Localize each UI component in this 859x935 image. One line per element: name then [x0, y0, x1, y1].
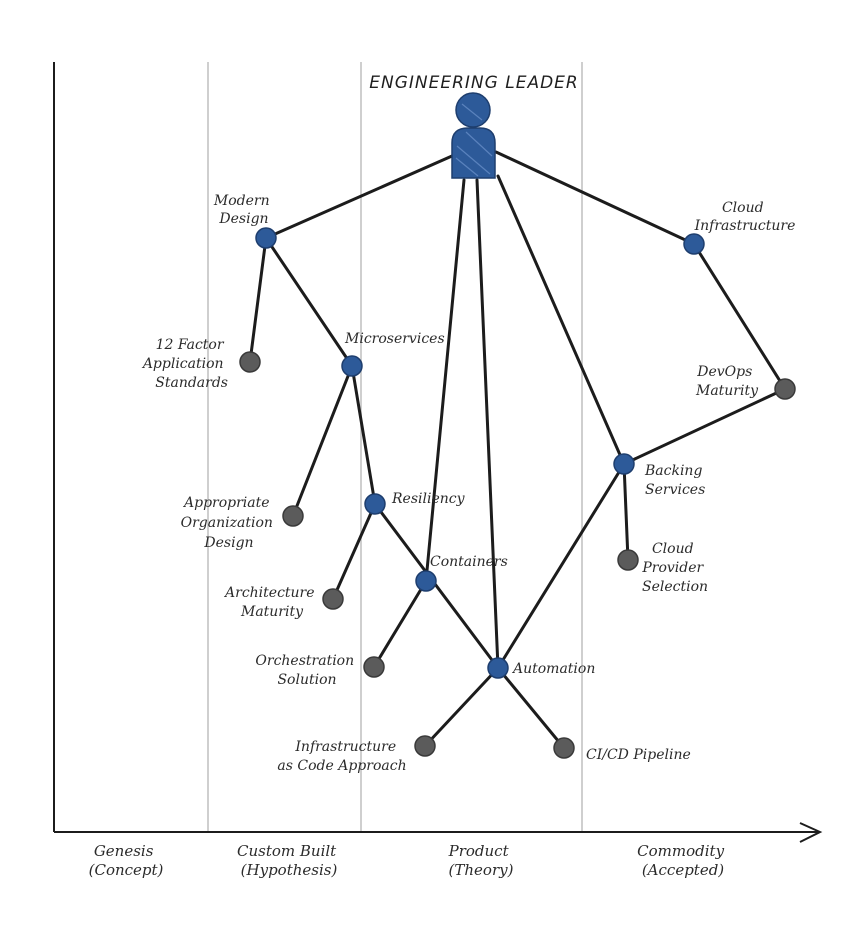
label-modern-design: Modern Design	[213, 193, 274, 227]
node-resiliency	[364, 493, 386, 515]
stage-label-product: Product (Theory)	[448, 842, 514, 879]
stage-label-custom-built: Custom Built (Hypothesis)	[237, 842, 341, 879]
label-devops-maturity: DevOps Maturity	[695, 364, 759, 399]
link-resiliency-automation	[373, 502, 500, 670]
node-containers	[415, 570, 437, 592]
node-appropriate-org-design	[282, 505, 304, 527]
leader-title: ENGINEERING LEADER	[369, 73, 578, 93]
link-leader-automation	[475, 178, 500, 670]
label-12-factor: 12 Factor Application Standards	[141, 337, 228, 391]
label-containers: Containers	[430, 554, 508, 570]
link-microservices-resiliency	[350, 364, 377, 506]
node-cloud-provider-selection	[617, 549, 639, 571]
link-automation-iac	[423, 666, 500, 748]
link-leader-cloud-infrastructure	[494, 150, 696, 246]
node-iac-approach	[414, 735, 436, 757]
node-cloud-infrastructure	[683, 233, 705, 255]
node-cicd-pipeline	[553, 737, 575, 759]
x-axis-arrowhead	[799, 822, 823, 843]
stage-label-commodity: Commodity (Accepted)	[637, 842, 729, 879]
node-backing-services	[613, 453, 635, 475]
label-appropriate-org-design: Appropriate Organization Design	[181, 495, 278, 551]
dependency-links	[248, 150, 787, 750]
link-backing-services-provider	[622, 462, 630, 562]
node-microservices	[341, 355, 363, 377]
link-automation-cicd	[496, 666, 566, 750]
label-cicd-pipeline: CI/CD Pipeline	[586, 747, 691, 763]
stage-label-genesis: Genesis (Concept)	[89, 842, 164, 879]
node-devops-maturity	[774, 378, 796, 400]
node-orchestration-solution	[363, 656, 385, 678]
link-cloud-infra-devops	[692, 242, 787, 391]
label-backing-services: Backing Services	[644, 463, 707, 498]
label-orchestration-solution: Orchestration Solution	[255, 653, 358, 688]
link-microservices-org-design	[291, 364, 354, 518]
label-cloud-provider-selection: Cloud Provider Selection	[641, 541, 708, 595]
link-leader-containers	[424, 178, 466, 583]
label-cloud-infrastructure: Cloud Infrastructure	[694, 200, 796, 234]
label-automation: Automation	[511, 661, 595, 677]
label-architecture-maturity: Architecture Maturity	[223, 585, 319, 620]
label-resiliency: Resiliency	[391, 491, 466, 507]
link-resiliency-architecture	[331, 502, 377, 601]
node-12-factor	[239, 351, 261, 373]
node-automation	[487, 657, 509, 679]
link-modern-design-microservices	[264, 236, 354, 368]
node-modern-design	[255, 227, 277, 249]
link-backing-services-automation	[496, 462, 626, 670]
link-leader-modern-design	[264, 154, 454, 240]
engineering-leader-person-icon	[451, 92, 496, 179]
link-modern-design-12-factor	[248, 236, 268, 364]
link-leader-backing-services	[496, 174, 626, 466]
node-architecture-maturity	[322, 588, 344, 610]
label-microservices: Microservices	[344, 331, 445, 347]
label-iac-approach: Infrastructure as Code Approach	[277, 739, 406, 774]
link-containers-orchestration	[372, 579, 428, 669]
link-devops-backing-services	[622, 387, 787, 466]
